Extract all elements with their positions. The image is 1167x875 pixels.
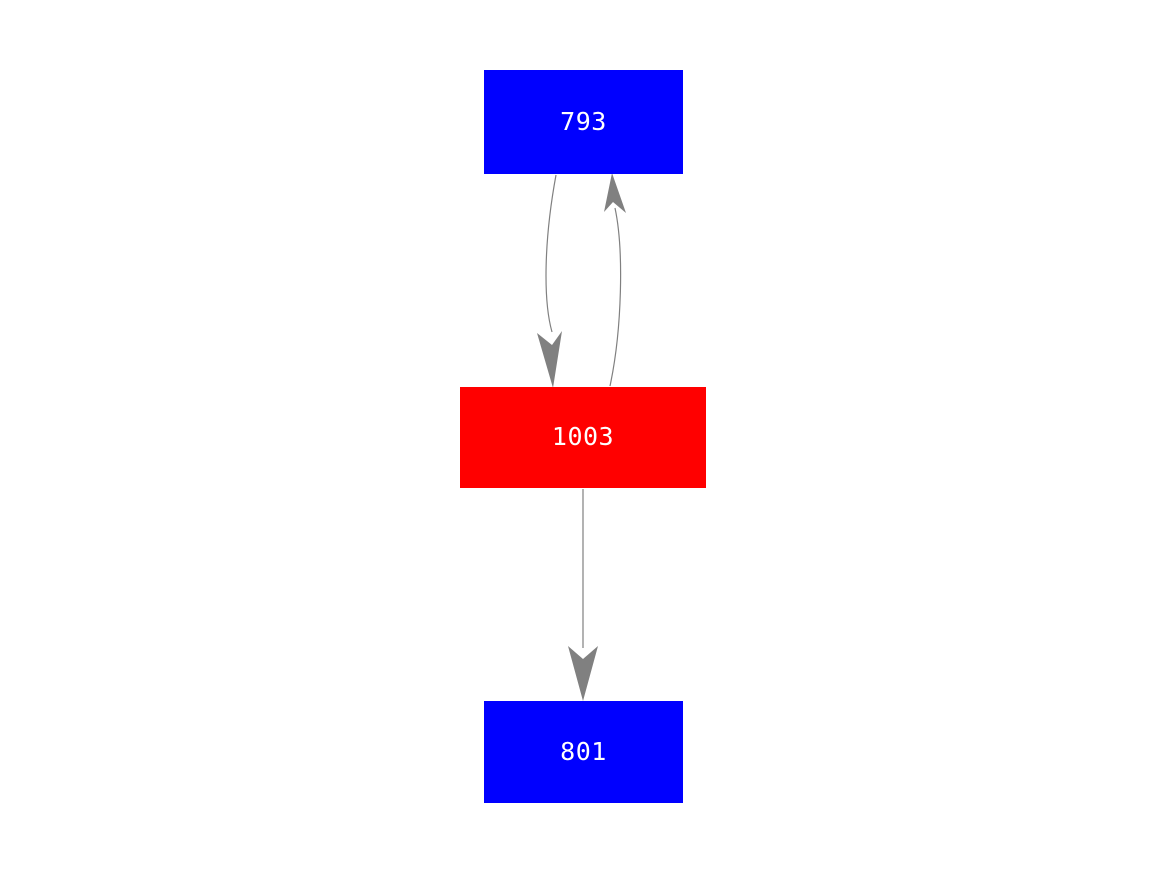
- node-793-label: 793: [560, 106, 607, 136]
- graph-node-801[interactable]: 801: [484, 701, 683, 803]
- node-1003-label: 1003: [551, 422, 615, 451]
- graph-node-793[interactable]: 793: [484, 70, 683, 174]
- edge-793-to-1003-line: [545, 174, 557, 333]
- node-801-label: 801: [560, 736, 607, 766]
- edge-793-to-1003-arrowhead: [537, 331, 562, 388]
- edge-1003-to-793: [604, 173, 626, 387]
- graph-node-1003[interactable]: 1003: [460, 387, 706, 488]
- edge-1003-to-801: [568, 489, 598, 701]
- edge-1003-to-793-line: [609, 207, 622, 387]
- edge-1003-to-801-arrowhead: [568, 646, 598, 701]
- edge-1003-to-793-arrowhead: [604, 173, 626, 213]
- edge-793-to-1003: [537, 174, 562, 388]
